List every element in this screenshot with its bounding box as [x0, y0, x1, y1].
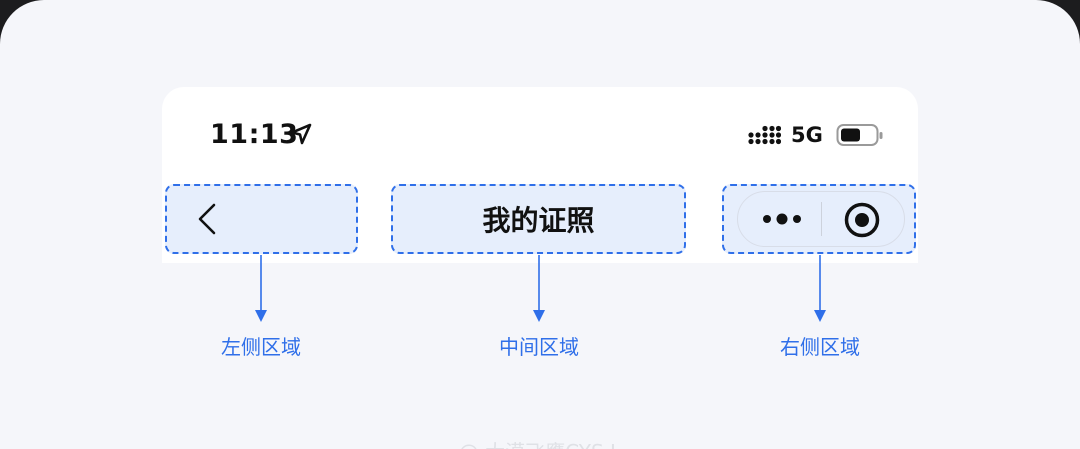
network-type: 5G — [791, 123, 823, 147]
menu-capsule — [737, 191, 905, 247]
capsule-divider — [821, 202, 822, 236]
right-region-label: 右侧区域 — [780, 335, 860, 359]
right-connector-arrow — [814, 255, 826, 322]
left-connector-arrow — [255, 255, 267, 322]
watermark: @ 大漠飞鹰CYS.L — [440, 436, 640, 449]
signal-bars-icon — [748, 125, 781, 145]
location-arrow-icon — [290, 123, 312, 145]
more-dots-icon[interactable] — [762, 210, 804, 228]
right-region — [722, 184, 916, 254]
status-time: 11:13 — [210, 119, 299, 150]
close-target-icon[interactable] — [843, 201, 881, 239]
page-title: 我的证照 — [482, 204, 595, 237]
center-region-label: 中间区域 — [499, 335, 579, 359]
phone-screen: 11:13 5G — [162, 87, 918, 263]
center-connector-arrow — [533, 255, 545, 322]
left-region — [165, 184, 358, 254]
center-region: 我的证照 — [391, 184, 686, 254]
battery-icon — [836, 124, 883, 146]
left-region-label: 左侧区域 — [221, 335, 301, 359]
chevron-left-icon[interactable] — [195, 202, 221, 236]
